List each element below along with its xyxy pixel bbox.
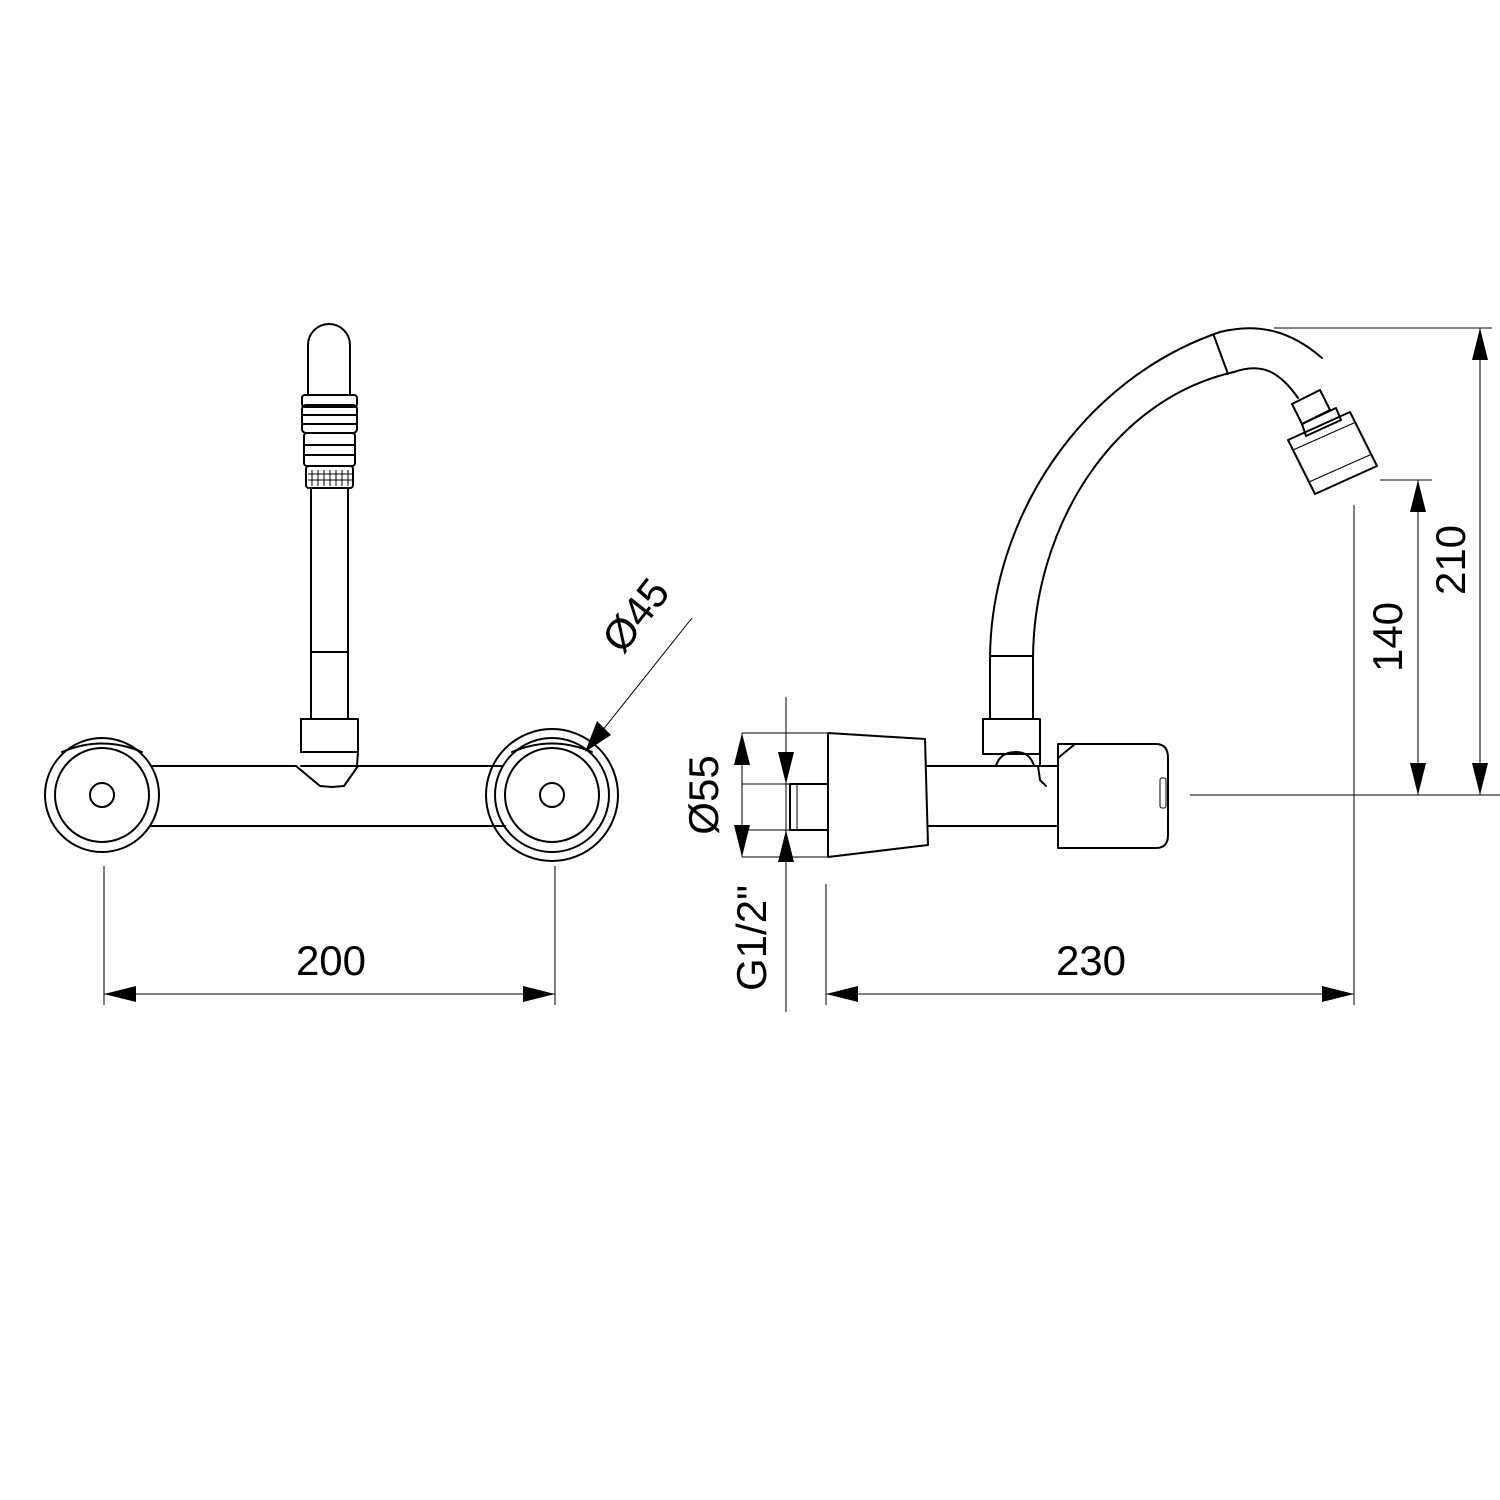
side-handle [1057,743,1169,849]
dimension-230-label: 230 [1056,937,1126,984]
valve-body [827,732,929,858]
dimension-45-label: Ø45 [593,569,679,660]
dimension-210-label: 210 [1427,525,1474,595]
dimension-55-label: Ø55 [680,755,727,834]
dimension-140-label: 140 [1364,602,1411,672]
dimension-diameter-55: Ø55 [680,732,828,858]
spout-collar [300,718,359,753]
aerator [301,404,358,489]
side-view: Ø55 G1/2" 230 140 [680,327,1500,1012]
dimension-thread: G1/2" [728,697,794,1012]
dimension-diameter-45: Ø45 [585,569,693,752]
mixer-body [149,765,506,827]
dimension-210: 210 [1274,327,1492,795]
dimension-230: 230 [825,505,1355,1005]
dimension-140: 140 [1364,479,1432,795]
front-view: 200 Ø45 [44,323,693,1005]
side-pipe [925,765,1059,827]
dimension-200: 200 [103,866,556,1005]
wall-nipple [789,783,829,831]
dimension-thread-label: G1/2" [728,885,775,991]
swivel-collar [982,718,1041,767]
curved-spout [989,327,1323,720]
side-aerator [1287,389,1378,495]
dimension-200-label: 200 [296,937,366,984]
spout-top [301,323,358,408]
left-handle [44,737,160,853]
right-handle [485,728,619,862]
spout-pipe [310,487,349,720]
